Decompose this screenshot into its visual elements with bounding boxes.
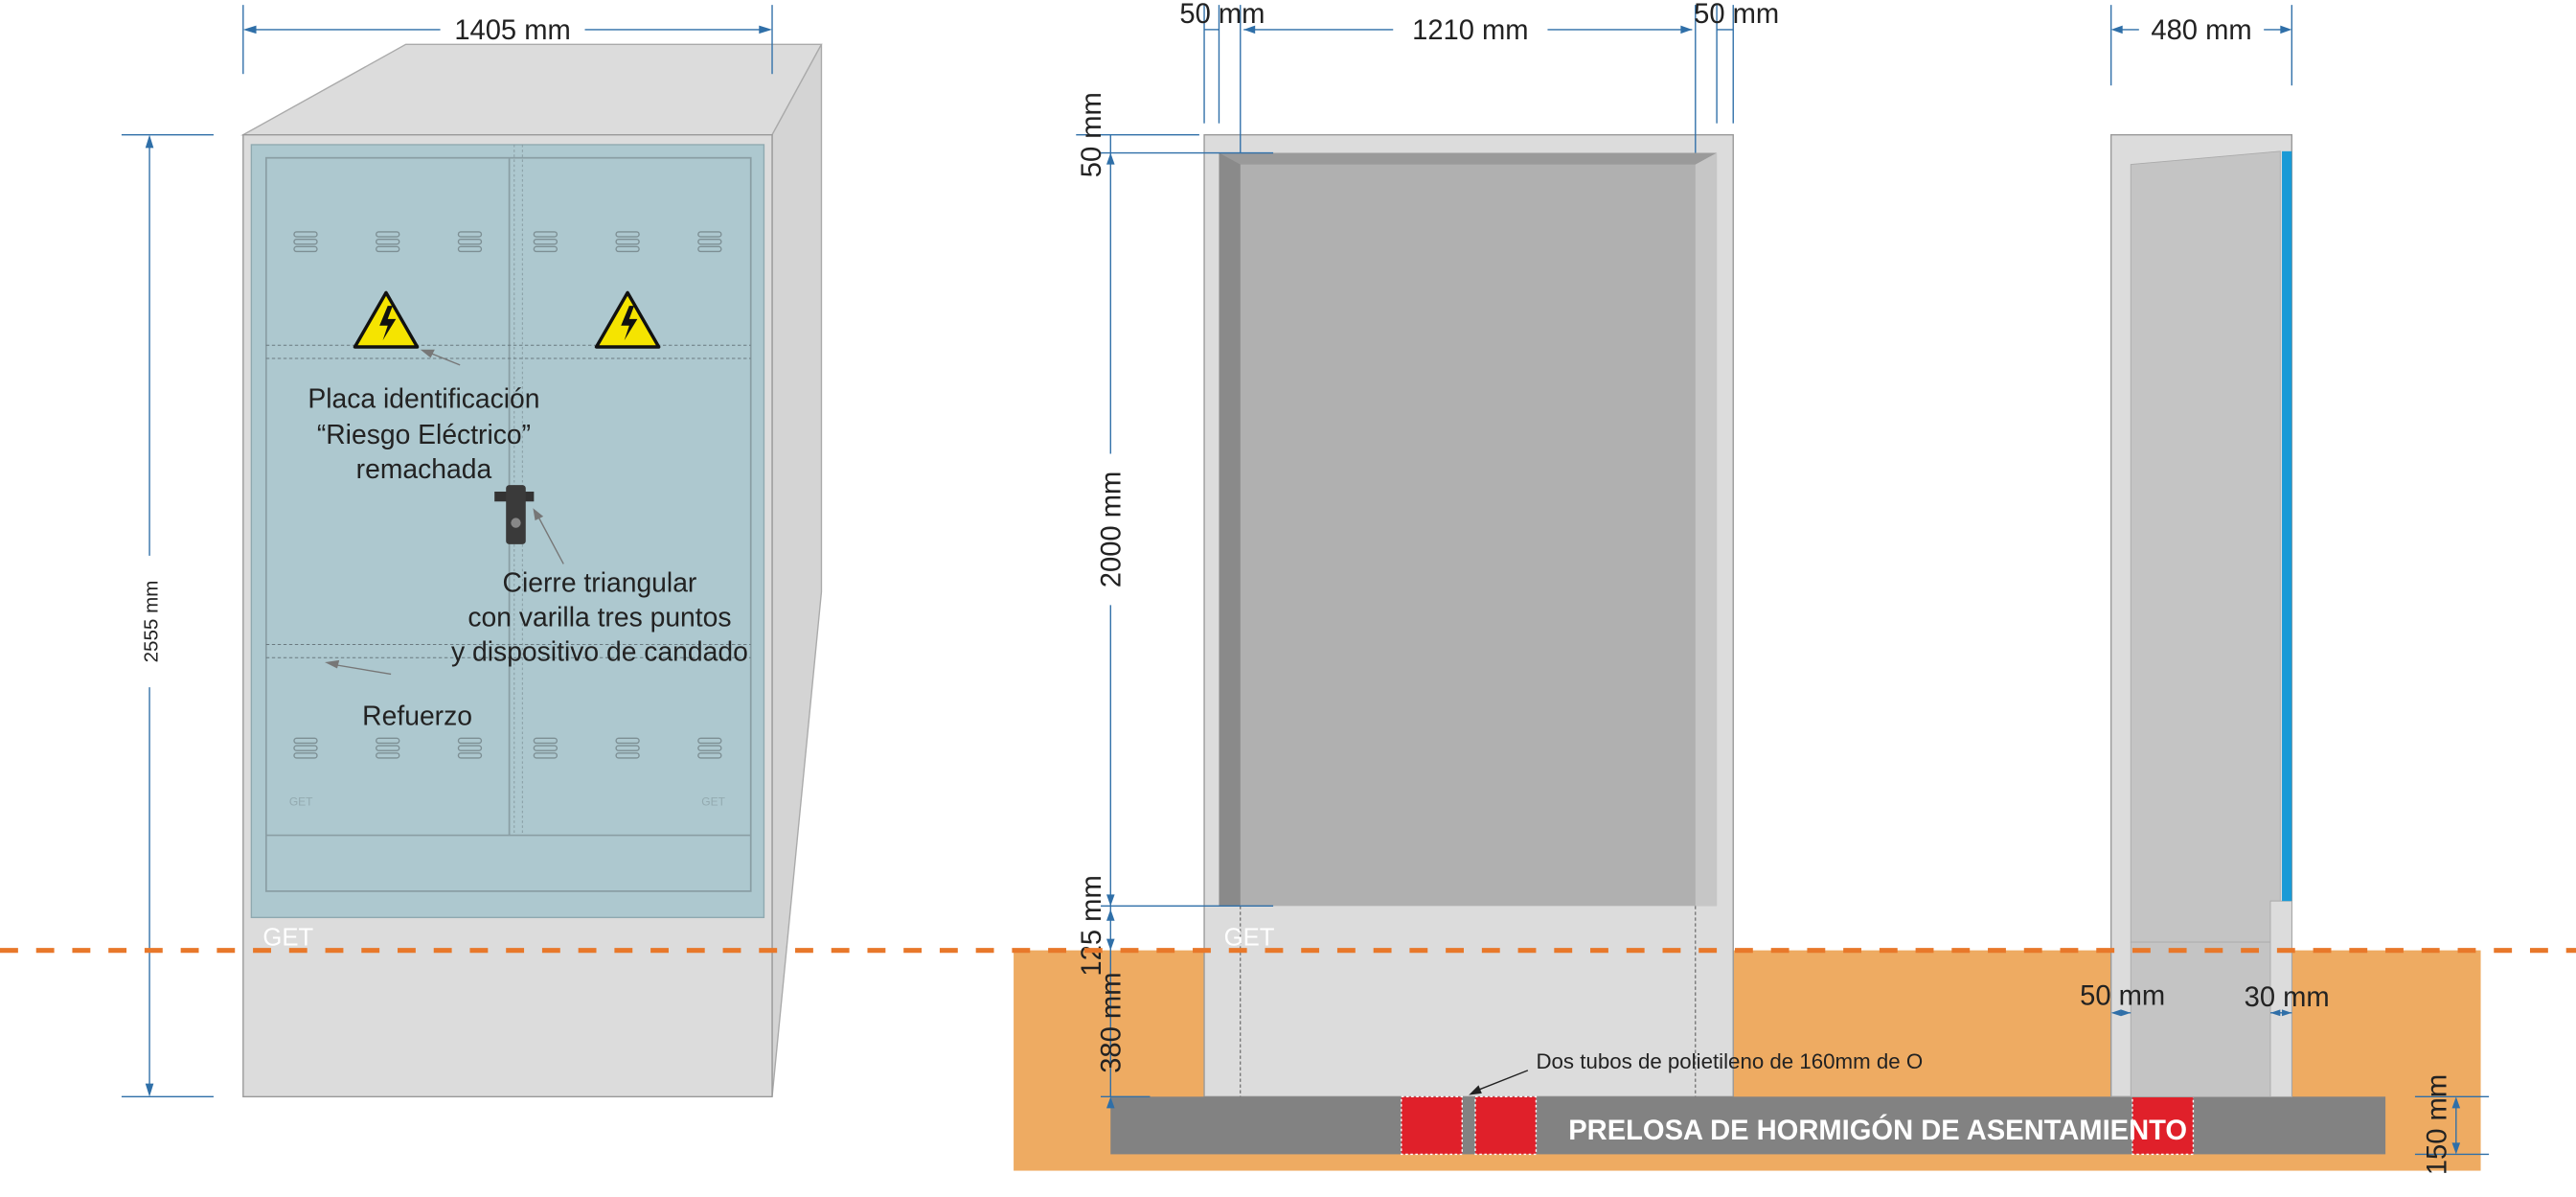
warning-icon <box>353 290 420 349</box>
section-width-dimensions: 50 mm 1210 mm 50 mm <box>1179 0 1779 153</box>
warning-icon <box>594 290 661 349</box>
tube <box>1474 1095 1538 1156</box>
louvre-slot <box>533 752 559 759</box>
louvre-slot <box>293 238 318 245</box>
side-view-dimensions: 480 mm 50 mm 30 mm 150 mm <box>2080 5 2490 1175</box>
front-width-label: 1405 mm <box>454 15 570 46</box>
inner-width-label: 1210 mm <box>1412 15 1528 46</box>
louvre-slot <box>697 752 722 759</box>
louvre-slot <box>293 231 318 238</box>
louvre-slot <box>615 737 640 745</box>
tubes-note: Dos tubos de polietileno de 160mm de O <box>1469 1049 1923 1095</box>
tube <box>1401 1095 1463 1156</box>
door-brand-right: GET <box>701 795 725 809</box>
depth-label: 480 mm <box>2151 15 2251 46</box>
louvre-slot <box>376 745 400 751</box>
front-height-dimension: 2555 mm <box>121 133 214 1098</box>
louvre-slot <box>533 238 559 245</box>
louvre-slot <box>457 737 483 745</box>
louvre-slot <box>533 231 559 238</box>
right-wall-label: 50 mm <box>1694 0 1779 30</box>
louvre-slot <box>697 245 722 253</box>
lock-icon <box>494 485 535 544</box>
door-brand-left: GET <box>289 795 313 809</box>
base-dim-label: 125 mm <box>1077 875 1107 976</box>
ventilation-louvres <box>293 231 722 759</box>
louvre-slot <box>293 745 318 751</box>
slab-label: PRELOSA DE HORMIGÓN DE ASENTAMIENTO <box>1568 1114 2187 1146</box>
louvre-slot <box>376 231 400 238</box>
buried-dim-label: 380 mm <box>1097 972 1128 1072</box>
louvre-slot <box>457 231 483 238</box>
louvre-slot <box>457 238 483 245</box>
reinforcement-note: Refuerzo <box>362 701 472 731</box>
side-view-cabinet <box>2109 133 2293 1098</box>
louvre-slot <box>457 245 483 253</box>
louvre-slot <box>533 737 559 745</box>
door-edge <box>2282 150 2292 902</box>
louvre-slot <box>615 231 640 238</box>
louvre-slot <box>697 231 722 238</box>
foundation-slab: PRELOSA DE HORMIGÓN DE ASENTAMIENTO <box>1110 1095 2386 1156</box>
front-height-label: 2555 mm <box>141 581 163 663</box>
section-brand-label: GET <box>1224 924 1275 951</box>
slab-dim-label: 150 mm <box>2423 1074 2453 1175</box>
plate-note-line2: “Riesgo Eléctrico” <box>317 419 531 449</box>
lock-note-line2: con varilla tres puntos <box>467 602 731 633</box>
louvre-slot <box>533 245 559 253</box>
louvre-slot <box>376 752 400 759</box>
lock-note-line1: Cierre triangular <box>503 567 697 598</box>
left-wall-label: 50 mm <box>1179 0 1265 30</box>
lock-note-line3: y dispositivo de candado <box>451 636 748 667</box>
plate-note-line1: Placa identificación <box>308 382 539 413</box>
louvre-slot <box>457 745 483 751</box>
front-wall-label: 30 mm <box>2245 982 2330 1013</box>
louvre-slot <box>697 238 722 245</box>
louvre-slot <box>457 752 483 759</box>
inner-height-label: 2000 mm <box>1097 472 1128 588</box>
louvre-slot <box>376 245 400 253</box>
top-dim-label: 50 mm <box>1077 92 1107 177</box>
louvre-slot <box>376 238 400 245</box>
brand-label: GET <box>262 924 313 951</box>
louvre-slot <box>615 752 640 759</box>
section-view-cabinet: GET <box>1203 133 1734 1098</box>
louvre-slot <box>615 238 640 245</box>
louvre-slot <box>293 245 318 253</box>
plate-note-line3: remachada <box>356 453 492 484</box>
louvre-slot <box>293 737 318 745</box>
louvre-slot <box>697 745 722 751</box>
section-height-dimensions: 50 mm 2000 mm 125 mm 380 mm <box>1076 92 1274 1109</box>
louvre-slot <box>615 745 640 751</box>
louvre-slot <box>697 737 722 745</box>
louvre-slot <box>293 752 318 759</box>
front-width-dimension: 1405 mm <box>242 5 773 75</box>
louvre-slot <box>376 737 400 745</box>
tube <box>2131 1095 2195 1156</box>
louvre-slot <box>533 745 559 751</box>
back-wall-label: 50 mm <box>2080 980 2165 1011</box>
louvre-slot <box>615 245 640 253</box>
tubes-note-label: Dos tubos de polietileno de 160mm de O <box>1536 1049 1923 1073</box>
front-view-cabinet: Placa identificación “Riesgo Eléctrico” … <box>240 43 823 1098</box>
